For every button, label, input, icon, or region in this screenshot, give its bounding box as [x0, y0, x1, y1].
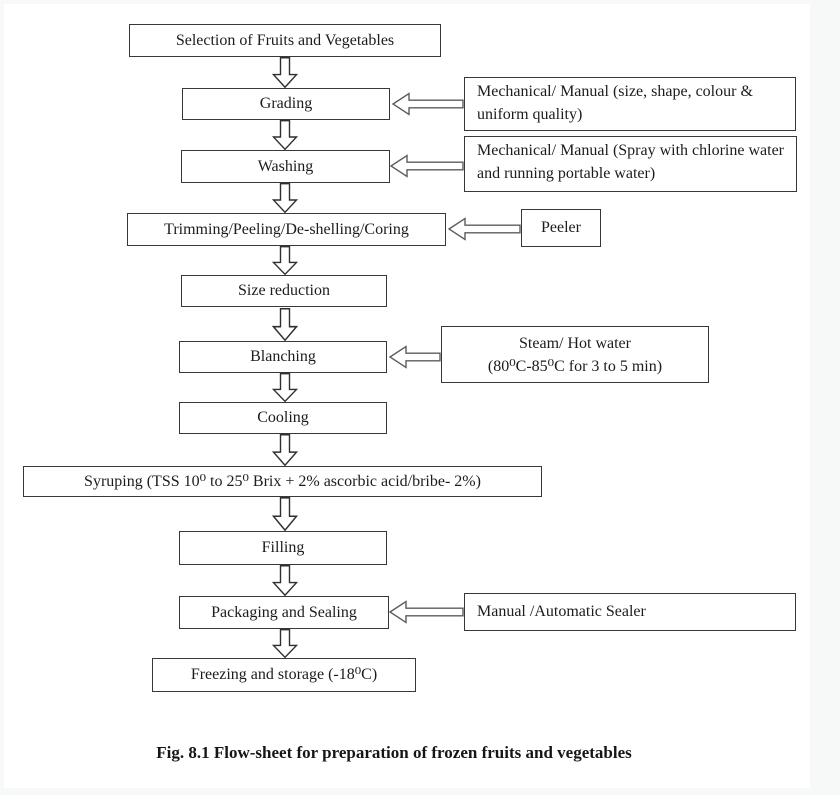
step-selection: Selection of Fruits and Vegetables — [129, 24, 441, 57]
flow-arrow-down-icon — [272, 434, 298, 466]
note-washing-text: Mechanical/ Manual (Spray with chlorine … — [477, 142, 784, 182]
step-freezing-label: Freezing and storage (-18⁰C) — [190, 666, 378, 683]
step-packaging: Packaging and Sealing — [179, 596, 389, 629]
figure-caption: Fig. 8.1 Flow-sheet for preparation of f… — [156, 743, 632, 762]
step-selection-label: Selection of Fruits and Vegetables — [175, 31, 395, 49]
step-trimming: Trimming/Peeling/De-shelling/Coring — [127, 213, 446, 246]
note-packaging: Manual /Automatic Sealer — [464, 593, 796, 631]
note-arrow-left-icon — [448, 217, 521, 241]
step-blanching: Blanching — [179, 341, 387, 373]
step-washing: Washing — [181, 150, 390, 183]
step-trimming-label: Trimming/Peeling/De-shelling/Coring — [164, 220, 409, 238]
step-syruping: Syruping (TSS 10⁰ to 25⁰ Brix + 2% ascor… — [23, 466, 542, 497]
step-freezing: Freezing and storage (-18⁰C) — [152, 658, 416, 692]
note-arrow-left-icon — [390, 154, 464, 178]
step-grading: Grading — [182, 88, 390, 120]
step-grading-label: Grading — [259, 95, 313, 112]
note-arrow-left-icon — [392, 92, 464, 116]
flow-arrow-down-icon — [272, 373, 298, 402]
note-blanching-line2: (80⁰C-85⁰C for 3 to 5 min) — [487, 357, 663, 375]
note-blanching-line1: Steam/ Hot water — [519, 335, 631, 353]
flow-arrow-down-icon — [272, 629, 298, 658]
flow-arrow-down-icon — [272, 565, 298, 596]
note-grading-text: Mechanical/ Manual (size, shape, colour … — [477, 83, 753, 123]
step-cooling: Cooling — [179, 402, 387, 434]
step-size-reduction-label: Size reduction — [238, 282, 330, 299]
step-filling-label: Filling — [261, 539, 305, 556]
flow-arrow-down-icon — [272, 497, 298, 531]
flow-arrow-down-icon — [272, 57, 298, 88]
step-washing-label: Washing — [257, 157, 314, 175]
step-size-reduction: Size reduction — [181, 275, 387, 307]
flow-arrow-down-icon — [272, 308, 298, 341]
flow-arrow-down-icon — [272, 120, 298, 150]
note-arrow-left-icon — [389, 345, 441, 369]
step-filling: Filling — [179, 531, 387, 565]
note-packaging-text: Manual /Automatic Sealer — [477, 602, 646, 620]
note-peeler-text: Peeler — [541, 219, 581, 236]
note-peeler: Peeler — [521, 209, 601, 247]
step-blanching-label: Blanching — [250, 348, 316, 365]
flow-arrow-down-icon — [272, 246, 298, 275]
note-blanching: Steam/ Hot water (80⁰C-85⁰C for 3 to 5 m… — [441, 326, 709, 383]
step-syruping-label: Syruping (TSS 10⁰ to 25⁰ Brix + 2% ascor… — [84, 472, 481, 490]
flow-arrow-down-icon — [272, 183, 298, 213]
figure-page: Selection of Fruits and Vegetables Gradi… — [4, 4, 810, 788]
step-packaging-label: Packaging and Sealing — [211, 603, 357, 621]
note-grading: Mechanical/ Manual (size, shape, colour … — [464, 77, 796, 131]
note-washing: Mechanical/ Manual (Spray with chlorine … — [464, 136, 797, 192]
note-arrow-left-icon — [389, 600, 464, 624]
step-cooling-label: Cooling — [257, 409, 309, 426]
